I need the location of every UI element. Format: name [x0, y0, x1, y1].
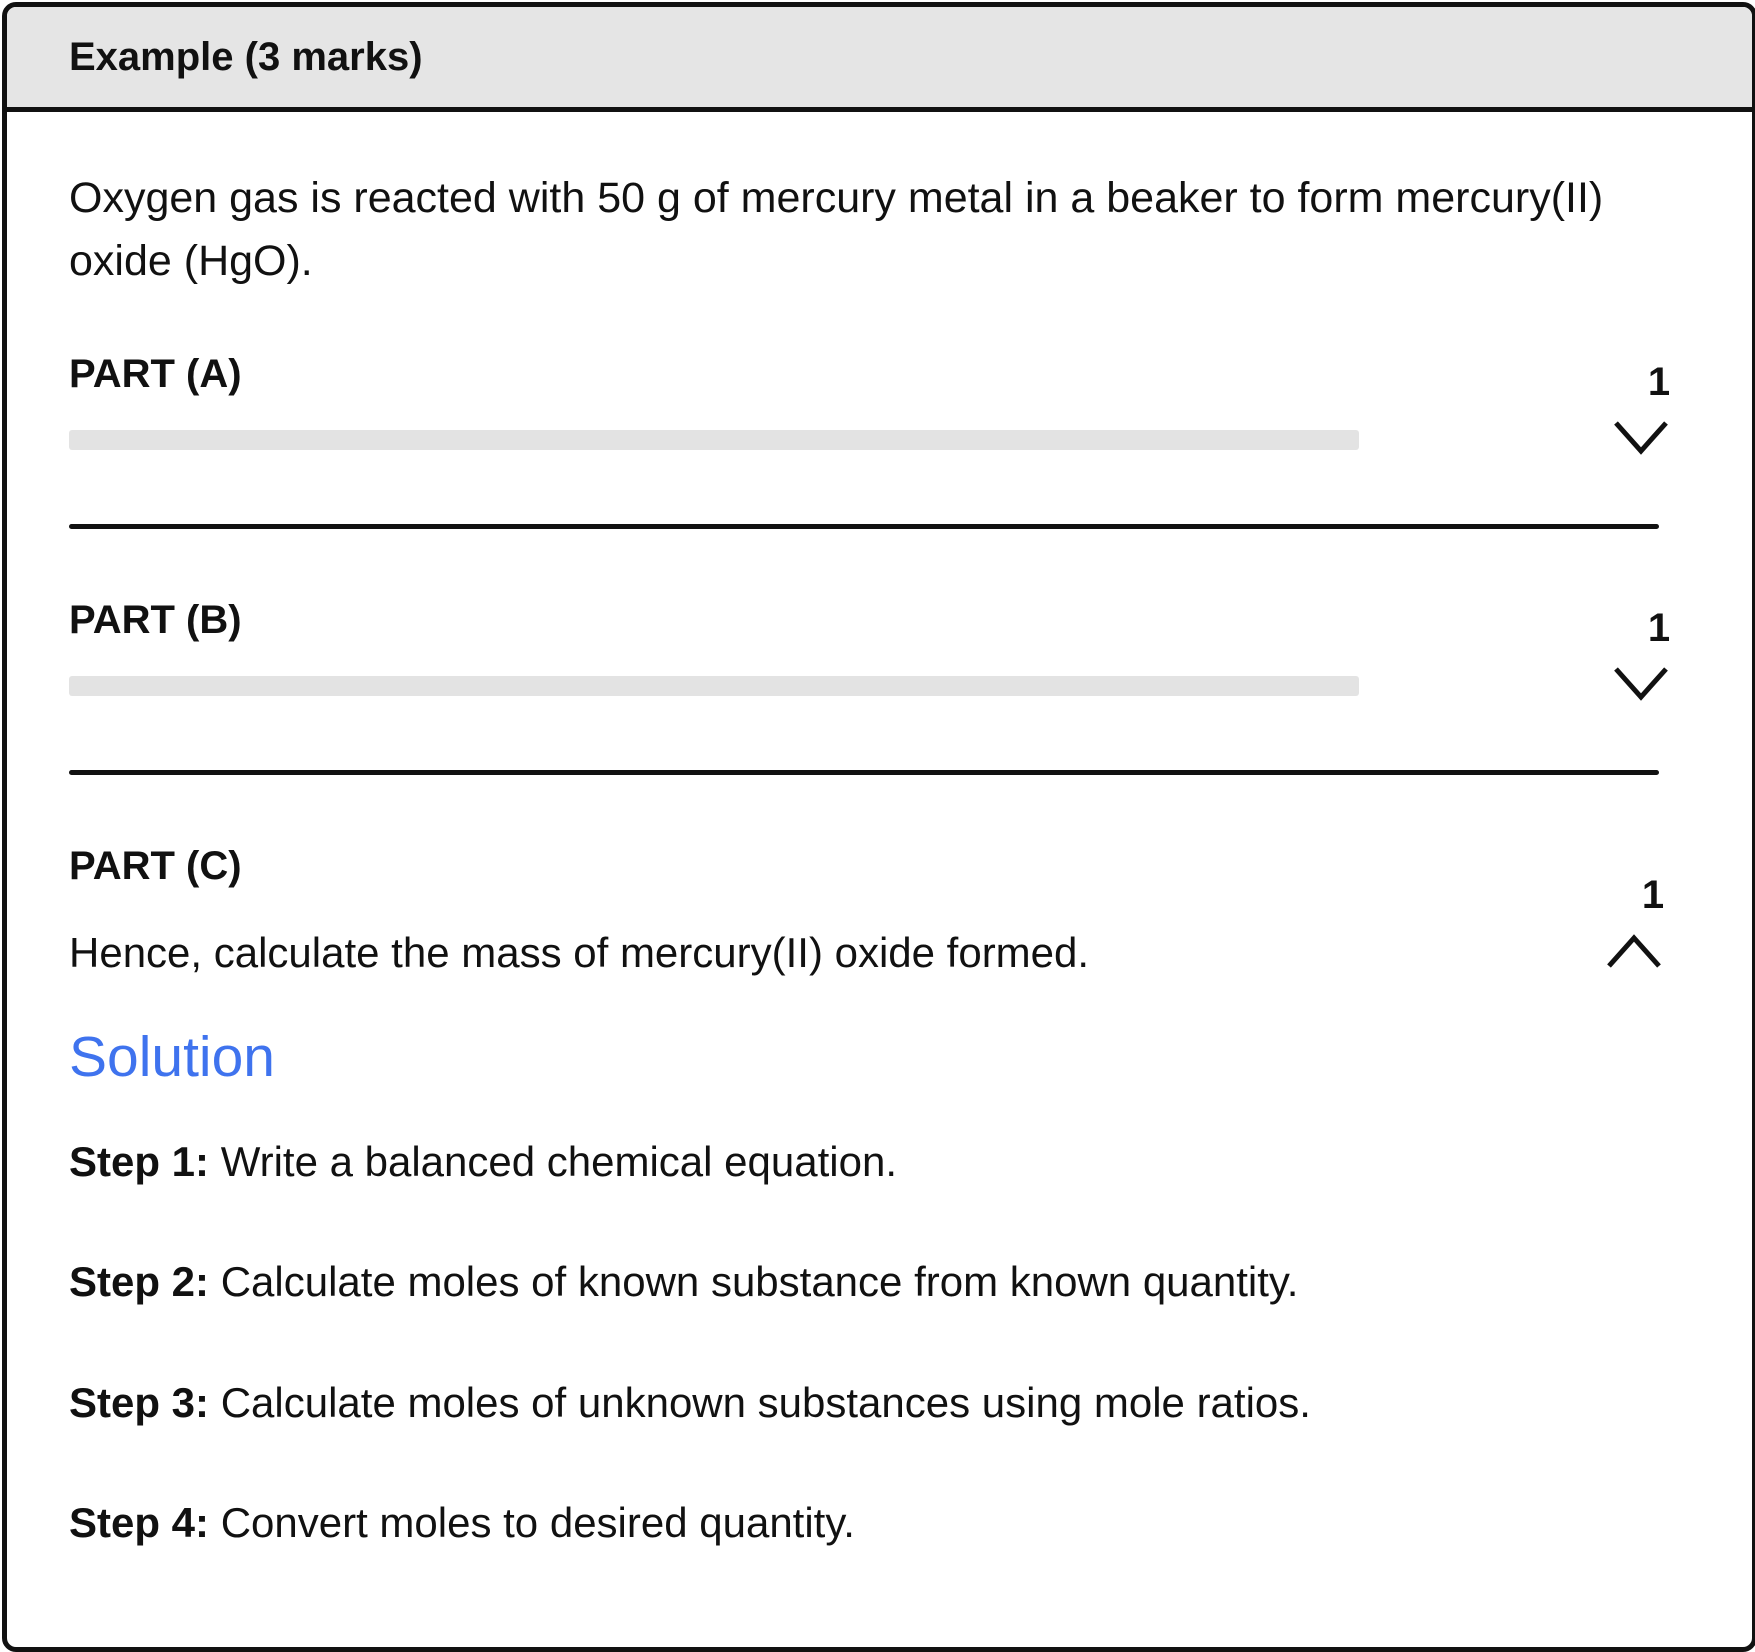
solution-step-3: Step 3: Calculate moles of unknown subst… — [69, 1379, 1311, 1427]
step-label: Step 4: — [69, 1499, 210, 1546]
step-text: Convert moles to desired quantity. — [209, 1499, 855, 1546]
step-label: Step 3: — [69, 1379, 210, 1426]
question-intro: Oxygen gas is reacted with 50 g of mercu… — [69, 174, 1604, 285]
solution-step-4: Step 4: Convert moles to desired quantit… — [69, 1499, 855, 1547]
step-text: Calculate moles of unknown substances us… — [209, 1379, 1311, 1426]
step-label: Step 2: — [69, 1258, 210, 1305]
part-c-marks: 1 — [1641, 873, 1665, 917]
part-a-answer-placeholder — [69, 430, 1359, 450]
part-b-label: PART (B) — [69, 598, 242, 642]
part-b-marks: 1 — [1647, 606, 1671, 650]
card-title: Example (3 marks) — [69, 35, 423, 79]
solution-step-1: Step 1: Write a balanced chemical equati… — [69, 1138, 897, 1186]
chevron-down-icon[interactable] — [1613, 420, 1669, 456]
part-a-marks: 1 — [1647, 360, 1671, 404]
step-text: Write a balanced chemical equation. — [209, 1138, 897, 1185]
card-header: Example (3 marks) — [7, 7, 1752, 112]
solution-heading: Solution — [69, 1025, 275, 1089]
part-b-answer-placeholder — [69, 676, 1359, 696]
part-c-question: Hence, calculate the mass of mercury(II)… — [69, 929, 1090, 976]
part-divider — [69, 770, 1659, 775]
chevron-down-icon[interactable] — [1613, 666, 1669, 702]
solution-step-2: Step 2: Calculate moles of known substan… — [69, 1258, 1298, 1306]
step-text: Calculate moles of known substance from … — [209, 1258, 1299, 1305]
part-a-label: PART (A) — [69, 352, 242, 396]
part-divider — [69, 524, 1659, 529]
chevron-up-icon[interactable] — [1606, 933, 1662, 969]
part-c-label: PART (C) — [69, 844, 242, 888]
step-label: Step 1: — [69, 1138, 210, 1185]
